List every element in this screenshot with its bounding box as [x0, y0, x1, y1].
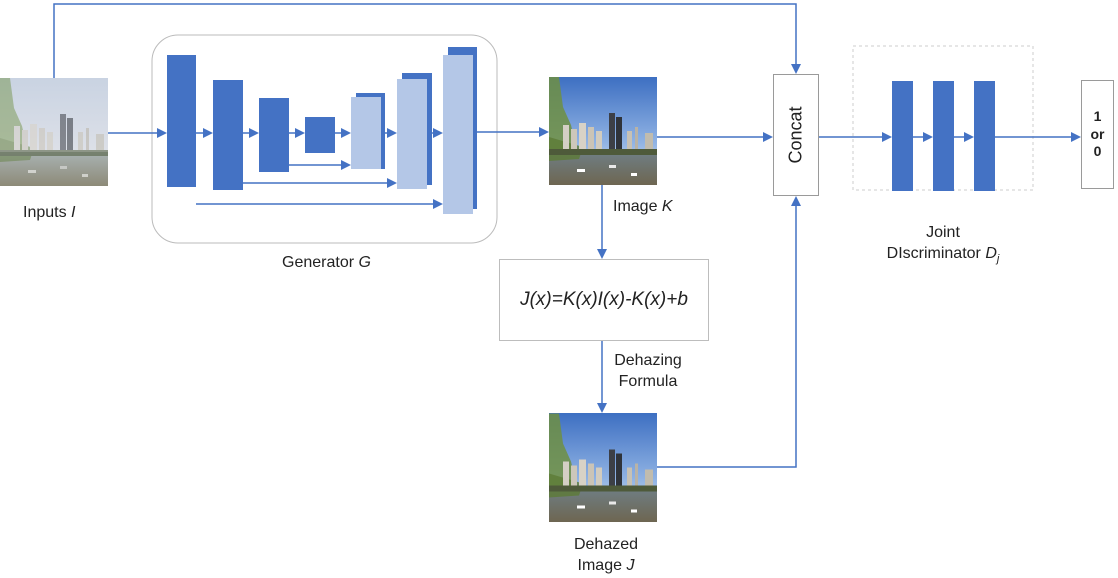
generator-arrows [196, 128, 443, 209]
generator-blocks [167, 47, 477, 214]
discriminator-label: Joint DIscriminator Dj [886, 224, 1000, 265]
decoder-block-3 [443, 55, 473, 214]
dehazing-formula-label: Dehazing Formula [614, 352, 682, 390]
concat-label: Concat [785, 106, 806, 164]
dehazed-image-photo [549, 413, 657, 522]
disc-block-1 [892, 81, 913, 191]
decoder-block-2 [397, 79, 427, 189]
concat-box: Concat [773, 74, 819, 196]
decoder-block-1 [351, 97, 381, 169]
output-box: 1 or 0 [1081, 80, 1114, 189]
formula-text: J(x)=K(x)I(x)-K(x)+b [520, 289, 688, 310]
disc-block-2 [933, 81, 954, 191]
input-image [0, 78, 108, 186]
disc-block-3 [974, 81, 995, 191]
discriminator-blocks [892, 81, 995, 191]
generator-label: Generator G [282, 254, 371, 271]
output-or: or [1090, 125, 1105, 142]
bottleneck-block [305, 117, 335, 153]
encoder-block-3 [259, 98, 289, 172]
output-zero: 0 [1093, 143, 1102, 160]
encoder-block-1 [167, 55, 196, 187]
dehazed-image-label: Dehazed Image J [573, 536, 639, 574]
inputs-label: Inputs I [23, 204, 76, 221]
image-k-label: Image K [613, 198, 673, 215]
flow-arrows [53, 3, 1081, 468]
encoder-block-2 [213, 80, 243, 190]
dehazing-formula-box: J(x)=K(x)I(x)-K(x)+b [499, 259, 709, 341]
output-one: 1 [1093, 108, 1102, 125]
image-k-photo [549, 77, 657, 185]
